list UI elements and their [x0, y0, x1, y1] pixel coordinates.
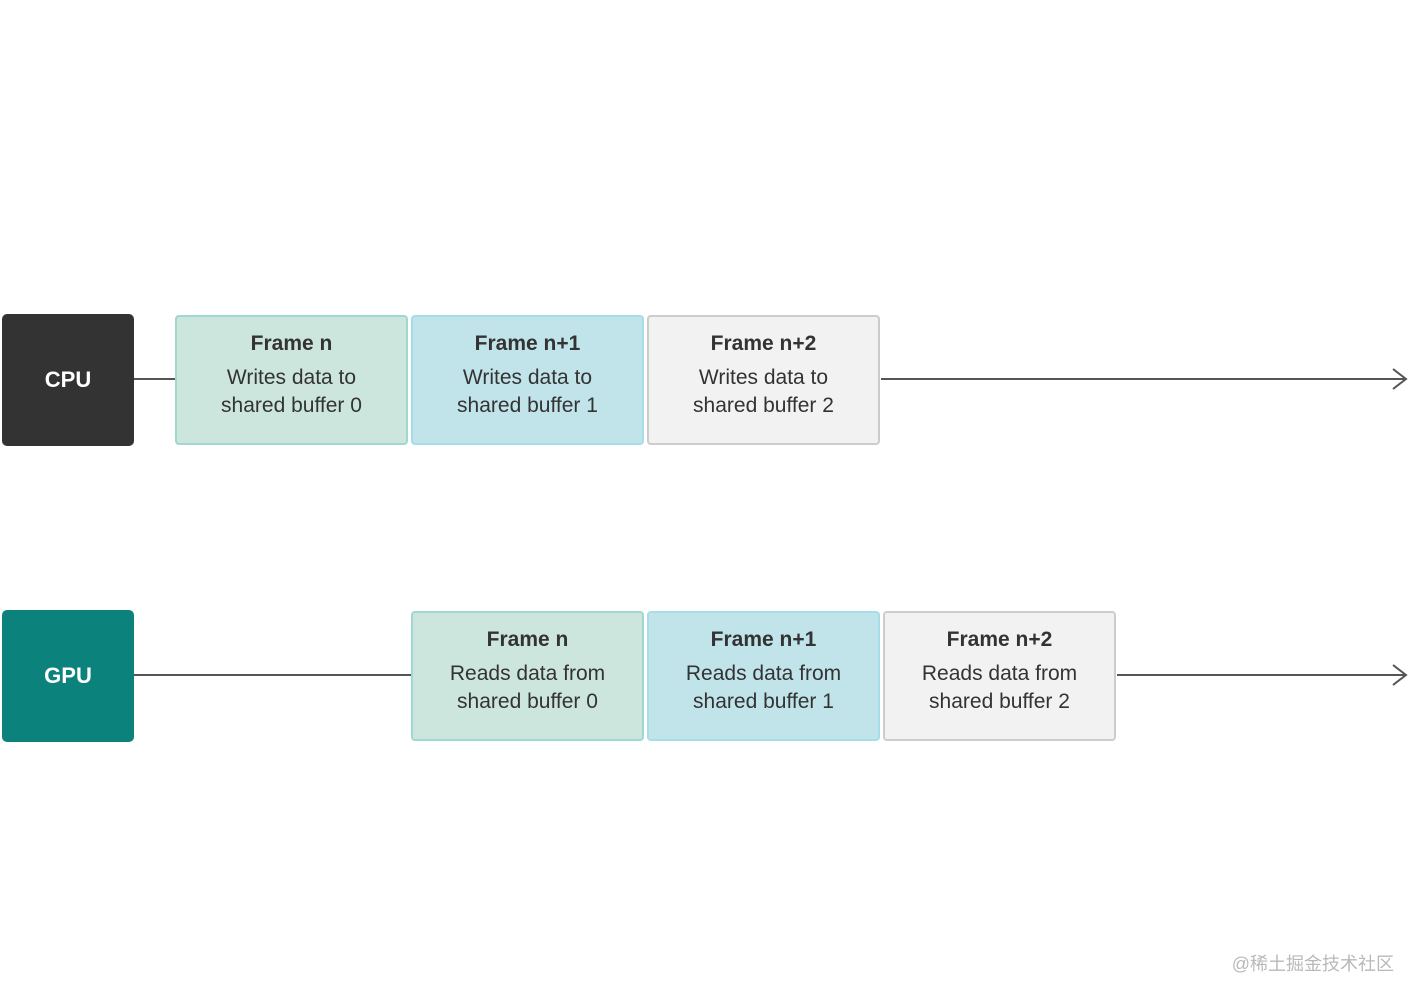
frame-description: Writes data to shared buffer 1 [428, 364, 628, 420]
cpu-arrowhead-icon [1392, 368, 1408, 390]
gpu-frame-n-plus-2: Frame n+2 Reads data from shared buffer … [883, 611, 1116, 741]
frame-description: Writes data to shared buffer 2 [664, 364, 864, 420]
frame-title: Frame n [486, 628, 569, 651]
gpu-frame-n: Frame n Reads data from shared buffer 0 [411, 611, 644, 741]
cpu-frame-n-plus-1: Frame n+1 Writes data to shared buffer 1 [411, 315, 644, 445]
cpu-lane-label: CPU [2, 314, 134, 446]
frame-description: Reads data from shared buffer 2 [900, 660, 1100, 716]
frame-desc-line: Writes data to [462, 366, 593, 389]
cpu-frame-n-plus-2: Frame n+2 Writes data to shared buffer 2 [647, 315, 880, 445]
frame-title: Frame n+1 [474, 332, 581, 355]
gpu-frame-n-plus-1: Frame n+1 Reads data from shared buffer … [647, 611, 880, 741]
frame-desc-line: shared buffer 1 [693, 690, 834, 713]
cpu-frame-n: Frame n Writes data to shared buffer 0 [175, 315, 408, 445]
frame-title: Frame n [250, 332, 333, 355]
frame-desc-line: Writes data to [226, 366, 357, 389]
frame-title: Frame n+2 [710, 332, 817, 355]
frame-desc-line: Writes data to [698, 366, 829, 389]
frame-description: Writes data to shared buffer 0 [192, 364, 392, 420]
gpu-arrowhead-icon [1392, 664, 1408, 686]
frame-desc-line: shared buffer 0 [221, 394, 362, 417]
frame-description: Reads data from shared buffer 1 [664, 660, 864, 716]
frame-desc-line: shared buffer 0 [457, 690, 598, 713]
frame-desc-line: shared buffer 1 [457, 394, 598, 417]
frame-description: Reads data from shared buffer 0 [428, 660, 628, 716]
frame-title: Frame n+2 [946, 628, 1053, 651]
frame-desc-line: Reads data from [685, 662, 842, 685]
watermark: @稀土掘金技术社区 [1231, 954, 1394, 974]
frame-desc-line: Reads data from [921, 662, 1078, 685]
frame-title: Frame n+1 [710, 628, 817, 651]
frame-desc-line: Reads data from [449, 662, 606, 685]
gpu-lane-label: GPU [2, 610, 134, 742]
frame-desc-line: shared buffer 2 [929, 690, 1070, 713]
frame-desc-line: shared buffer 2 [693, 394, 834, 417]
